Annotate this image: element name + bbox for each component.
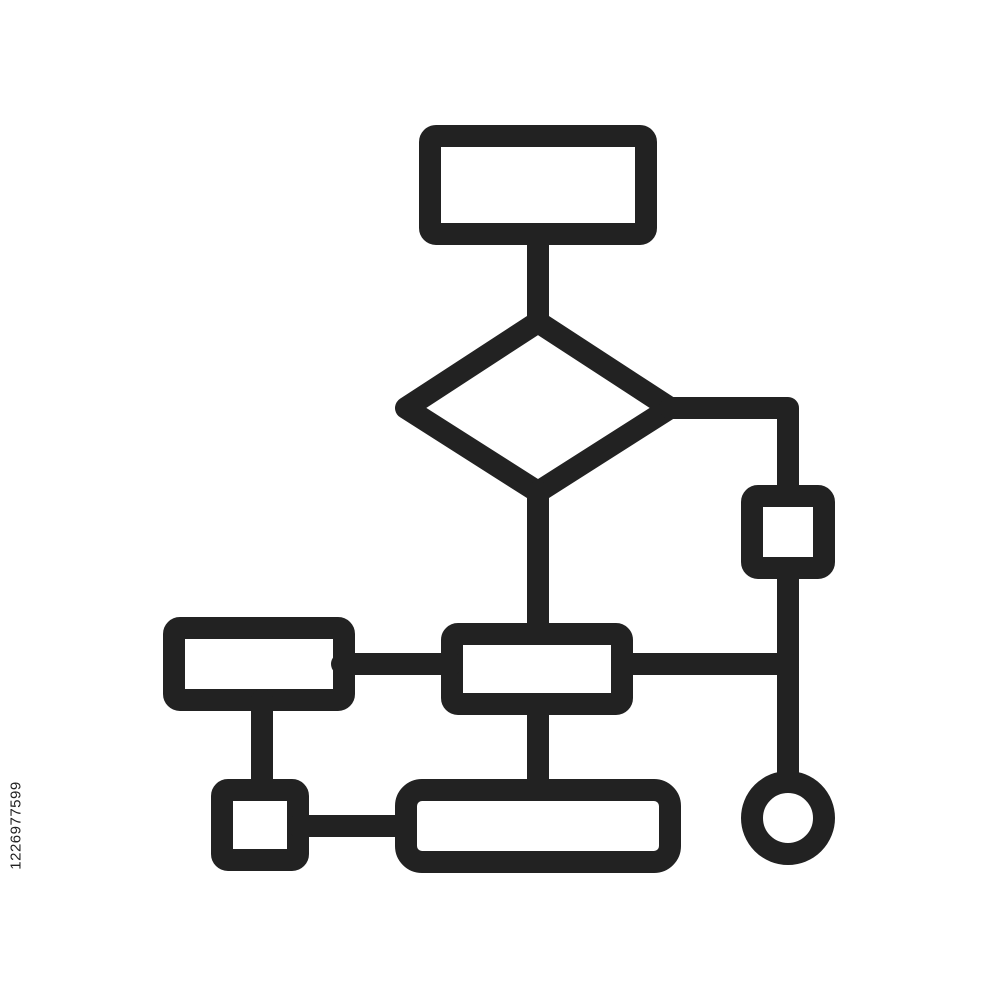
decision-diamond xyxy=(395,311,681,503)
flowchart-shapes xyxy=(163,125,835,873)
stock-id-watermark: 1226977599 xyxy=(2,755,30,895)
bottom-left-square-node xyxy=(211,779,309,871)
terminal-circle-node xyxy=(741,771,835,865)
left-process-box xyxy=(163,617,355,711)
stock-id-text: 1226977599 xyxy=(7,780,25,870)
top-process-box xyxy=(419,125,657,245)
connector-decision-to-right-branch xyxy=(659,397,799,507)
bottom-rounded-process-box xyxy=(395,779,681,873)
